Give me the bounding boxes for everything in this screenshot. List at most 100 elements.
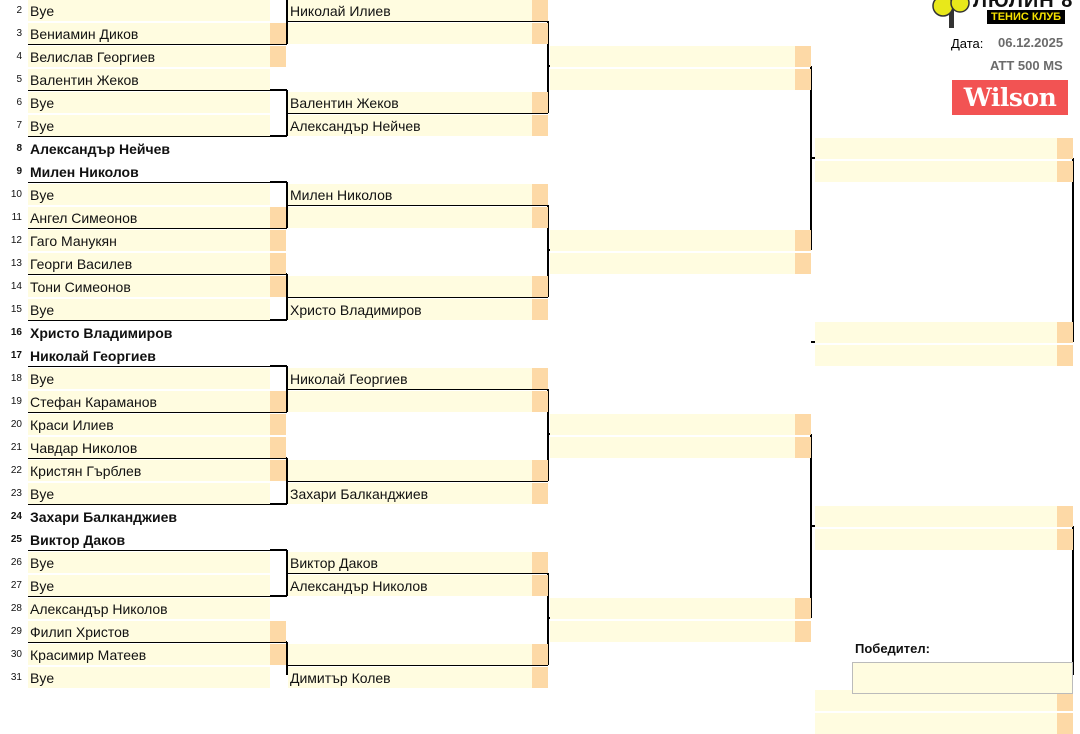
- score-cell[interactable]: [532, 552, 548, 573]
- score-cell[interactable]: [795, 69, 811, 90]
- round2-cell[interactable]: [288, 644, 532, 665]
- player-cell[interactable]: Bye: [28, 667, 270, 688]
- winner-cell[interactable]: [852, 662, 1073, 694]
- score-cell[interactable]: [270, 276, 286, 297]
- score-cell[interactable]: [270, 414, 286, 435]
- score-cell[interactable]: [795, 437, 811, 458]
- player-cell[interactable]: Тони Симеонов: [28, 276, 270, 297]
- score-cell[interactable]: [1057, 161, 1073, 182]
- score-cell[interactable]: [532, 644, 548, 665]
- score-cell[interactable]: [270, 437, 286, 458]
- round2-cell[interactable]: Александър Николов: [288, 575, 532, 596]
- round2-cell[interactable]: [288, 276, 532, 297]
- score-cell[interactable]: [532, 276, 548, 297]
- round3-cell[interactable]: [550, 414, 795, 435]
- score-cell[interactable]: [270, 391, 286, 412]
- player-cell[interactable]: Bye: [28, 115, 270, 136]
- score-cell[interactable]: [532, 299, 548, 320]
- player-cell[interactable]: Bye: [28, 299, 270, 320]
- round2-cell[interactable]: Александър Нейчев: [288, 115, 532, 136]
- player-cell[interactable]: Валентин Жеков: [28, 69, 270, 90]
- round2-cell[interactable]: Николай Георгиев: [288, 368, 532, 389]
- score-cell[interactable]: [270, 253, 286, 274]
- score-cell[interactable]: [532, 667, 548, 688]
- round3-cell[interactable]: [550, 230, 795, 251]
- round3-cell[interactable]: [550, 253, 795, 274]
- round4-cell[interactable]: [815, 529, 1057, 550]
- player-cell[interactable]: Вениамин Диков: [28, 23, 270, 44]
- player-cell[interactable]: Николай Георгиев: [28, 345, 270, 366]
- score-cell[interactable]: [795, 46, 811, 67]
- player-cell[interactable]: Красимир Матеев: [28, 644, 270, 665]
- player-cell[interactable]: Кристян Гърблев: [28, 460, 270, 481]
- score-cell[interactable]: [532, 0, 548, 21]
- round2-cell[interactable]: Захари Балканджиев: [288, 483, 532, 504]
- player-cell[interactable]: Bye: [28, 368, 270, 389]
- player-cell[interactable]: Виктор Даков: [28, 529, 270, 550]
- score-cell[interactable]: [270, 460, 286, 481]
- player-cell[interactable]: Bye: [28, 575, 270, 596]
- score-cell[interactable]: [270, 644, 286, 665]
- score-cell[interactable]: [270, 230, 286, 251]
- player-cell[interactable]: Гаго Манукян: [28, 230, 270, 251]
- score-cell[interactable]: [532, 207, 548, 228]
- player-cell[interactable]: Краси Илиев: [28, 414, 270, 435]
- score-cell[interactable]: [795, 253, 811, 274]
- player-cell[interactable]: Велислав Георгиев: [28, 46, 270, 67]
- player-cell[interactable]: Чавдар Николов: [28, 437, 270, 458]
- player-cell[interactable]: Александър Николов: [28, 598, 270, 619]
- score-cell[interactable]: [1057, 529, 1073, 550]
- round2-cell[interactable]: Милен Николов: [288, 184, 532, 205]
- round2-cell[interactable]: Димитър Колев: [288, 667, 532, 688]
- round2-cell[interactable]: Валентин Жеков: [288, 92, 532, 113]
- round2-cell[interactable]: [288, 460, 532, 481]
- player-cell[interactable]: Bye: [28, 0, 270, 21]
- player-cell[interactable]: Александър Нейчев: [28, 138, 270, 159]
- player-cell[interactable]: Филип Христов: [28, 621, 270, 642]
- score-cell[interactable]: [532, 575, 548, 596]
- player-cell[interactable]: Ангел Симеонов: [28, 207, 270, 228]
- round4-cell[interactable]: [815, 161, 1057, 182]
- round3-cell[interactable]: [550, 621, 795, 642]
- score-cell[interactable]: [532, 115, 548, 136]
- player-cell[interactable]: Христо Владимиров: [28, 322, 270, 343]
- score-cell[interactable]: [270, 207, 286, 228]
- score-cell[interactable]: [270, 23, 286, 44]
- score-cell[interactable]: [532, 92, 548, 113]
- score-cell[interactable]: [1057, 506, 1073, 527]
- round3-cell[interactable]: [550, 69, 795, 90]
- player-cell[interactable]: Bye: [28, 483, 270, 504]
- score-cell[interactable]: [1057, 713, 1073, 734]
- score-cell[interactable]: [532, 483, 548, 504]
- score-cell[interactable]: [1057, 138, 1073, 159]
- score-cell[interactable]: [795, 598, 811, 619]
- player-cell[interactable]: Милен Николов: [28, 161, 270, 182]
- score-cell[interactable]: [532, 460, 548, 481]
- score-cell[interactable]: [795, 621, 811, 642]
- round4-cell[interactable]: [815, 506, 1057, 527]
- player-cell[interactable]: Bye: [28, 552, 270, 573]
- round2-cell[interactable]: [288, 23, 532, 44]
- round3-cell[interactable]: [550, 437, 795, 458]
- score-cell[interactable]: [532, 23, 548, 44]
- score-cell[interactable]: [532, 368, 548, 389]
- score-cell[interactable]: [1057, 345, 1073, 366]
- round2-cell[interactable]: Христо Владимиров: [288, 299, 532, 320]
- round2-cell[interactable]: [288, 391, 532, 412]
- round4-cell[interactable]: [815, 713, 1057, 734]
- round3-cell[interactable]: [550, 46, 795, 67]
- player-cell[interactable]: Стефан Караманов: [28, 391, 270, 412]
- score-cell[interactable]: [532, 391, 548, 412]
- score-cell[interactable]: [1057, 322, 1073, 343]
- round3-cell[interactable]: [550, 598, 795, 619]
- round4-cell[interactable]: [815, 322, 1057, 343]
- round4-cell[interactable]: [815, 345, 1057, 366]
- round2-cell[interactable]: Виктор Даков: [288, 552, 532, 573]
- score-cell[interactable]: [270, 621, 286, 642]
- score-cell[interactable]: [532, 184, 548, 205]
- round4-cell[interactable]: [815, 138, 1057, 159]
- round2-cell[interactable]: Николай Илиев: [288, 0, 532, 21]
- player-cell[interactable]: Захари Балканджиев: [28, 506, 270, 527]
- round2-cell[interactable]: [288, 207, 532, 228]
- player-cell[interactable]: Bye: [28, 184, 270, 205]
